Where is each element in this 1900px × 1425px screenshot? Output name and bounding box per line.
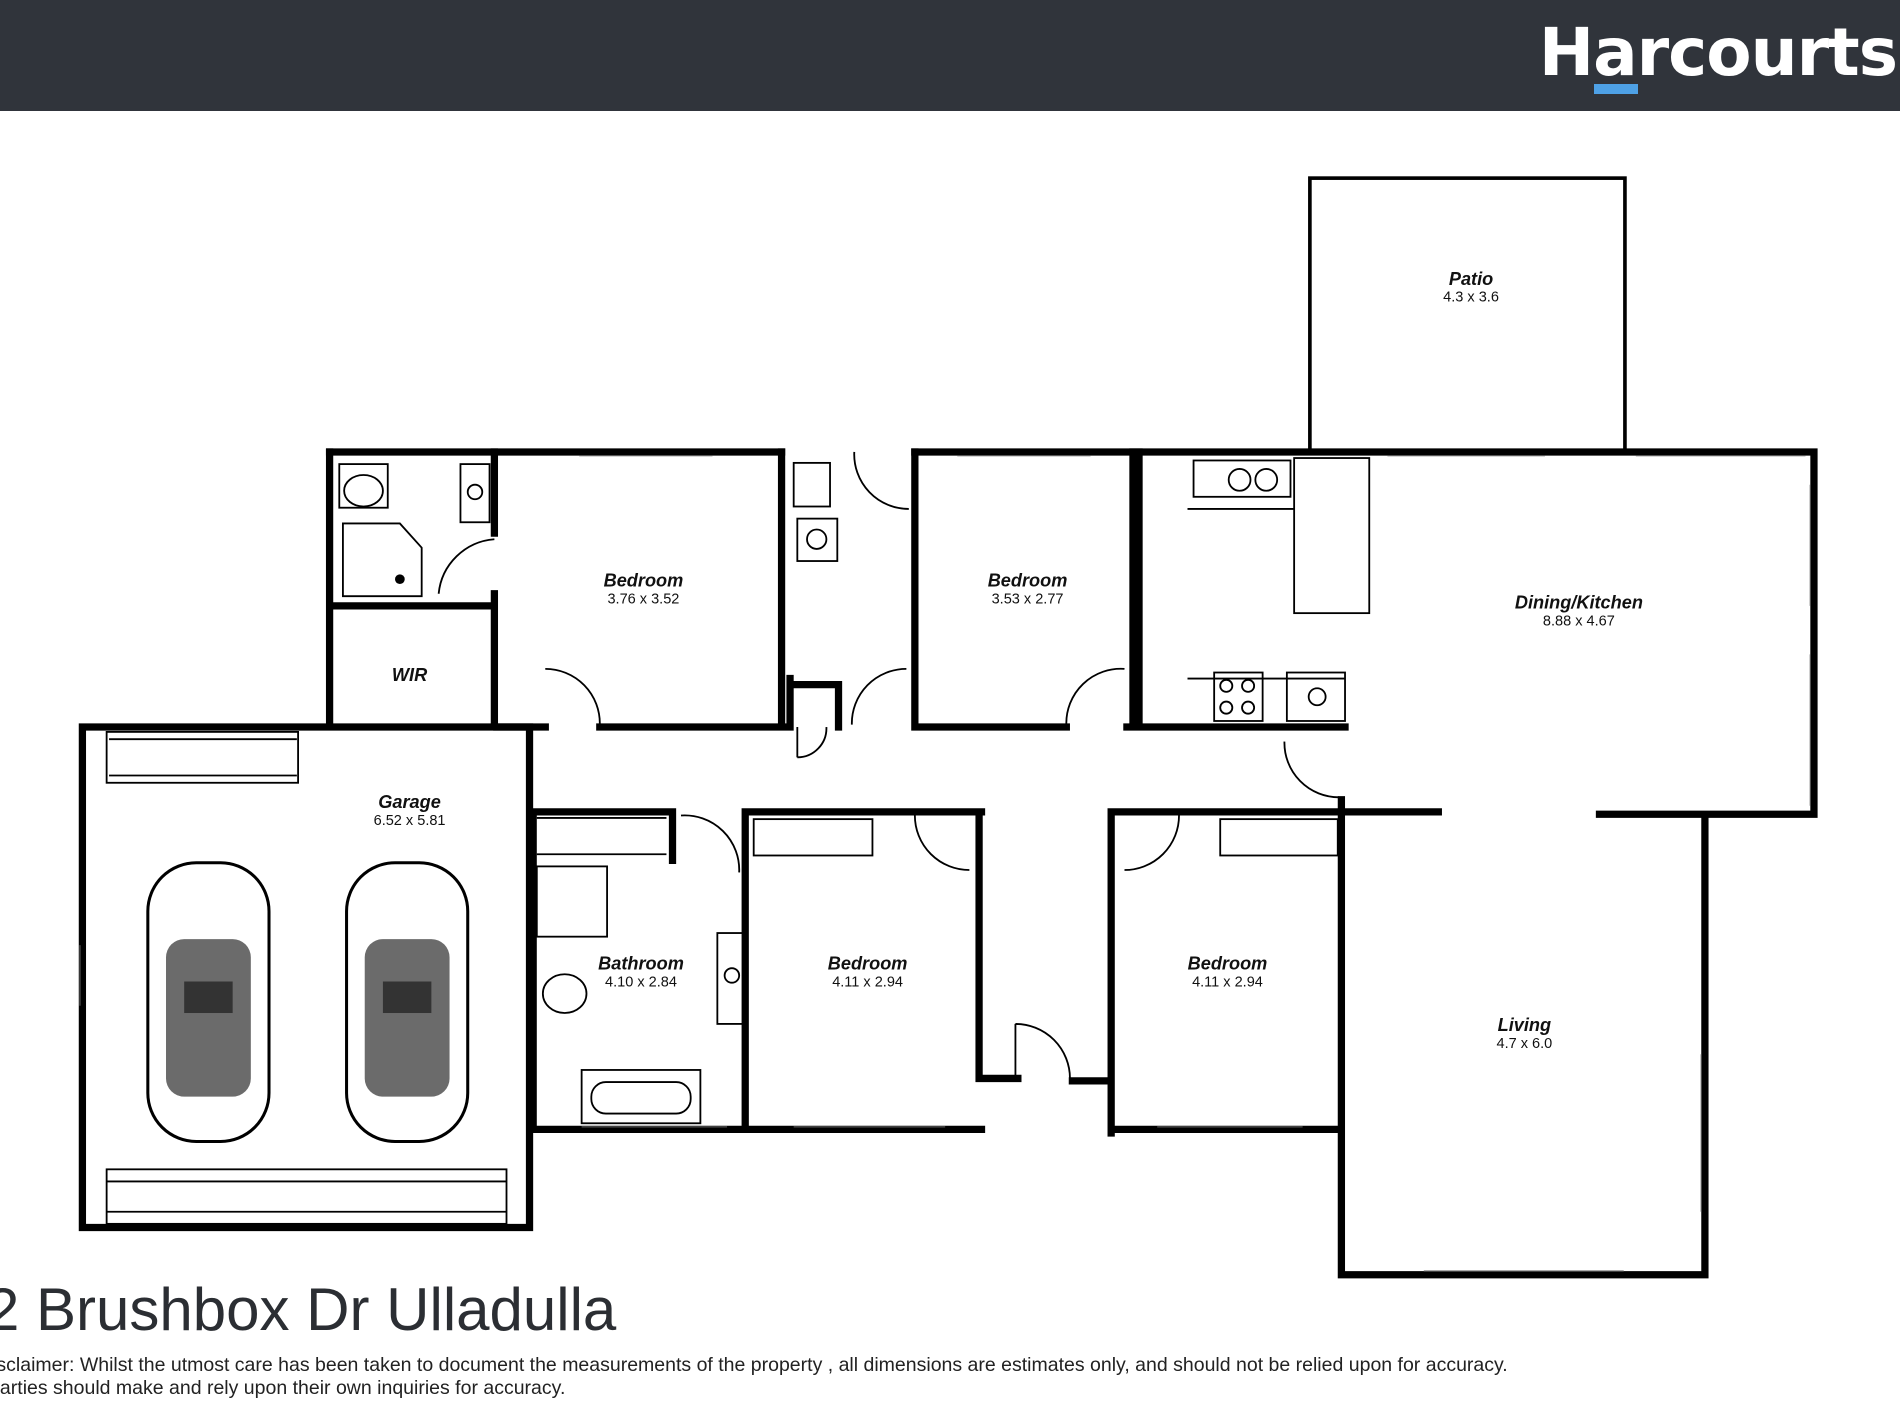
room-name: Garage: [378, 792, 441, 812]
room-name: Bedroom: [1188, 953, 1268, 973]
room-dims: 3.76 x 3.52: [607, 591, 679, 607]
room-name: Bedroom: [604, 570, 684, 590]
room-dims: 4.3 x 3.6: [1443, 290, 1499, 306]
windows: [79, 455, 1811, 1272]
room-dims: 4.7 x 6.0: [1496, 1036, 1552, 1052]
room-name: WIR: [392, 665, 427, 685]
room-name: Dining/Kitchen: [1515, 592, 1643, 612]
room-name: Bathroom: [598, 953, 684, 973]
room-name: Bedroom: [828, 953, 908, 973]
harcourts-logo: Harcourts: [1538, 14, 1898, 91]
header-bar: Harcourts: [0, 0, 1900, 111]
disclaimer-line: All parties should make and rely upon th…: [0, 1377, 566, 1399]
room-dims: 4.11 x 2.94: [1192, 974, 1263, 990]
fixtures: [105, 457, 1371, 1225]
room-name: Patio: [1449, 269, 1493, 289]
room-labels: Patio 4.3 x 3.6 Bedroom 3.76 x 3.52 Bedr…: [374, 269, 1643, 1052]
room-dims: 4.10 x 2.84: [605, 974, 677, 990]
doors: [437, 451, 1339, 1081]
room-dims: 4.11 x 2.94: [832, 974, 903, 990]
room-dims: 6.52 x 5.81: [374, 813, 446, 829]
room-dims: 3.53 x 2.77: [992, 591, 1064, 607]
room-name: Living: [1498, 1015, 1551, 1035]
property-address: 2 Brushbox Dr Ulladulla: [0, 1276, 617, 1343]
disclaimer-line: Disclaimer: Whilst the utmost care has b…: [0, 1354, 1508, 1376]
room-dims: 8.88 x 4.67: [1543, 613, 1615, 629]
logo-accent-bar: [1594, 84, 1638, 94]
room-name: Bedroom: [988, 570, 1068, 590]
walls: [78, 176, 1818, 1279]
disclaimer: Disclaimer: Whilst the utmost care has b…: [0, 1354, 1508, 1400]
cars: [146, 861, 470, 1143]
